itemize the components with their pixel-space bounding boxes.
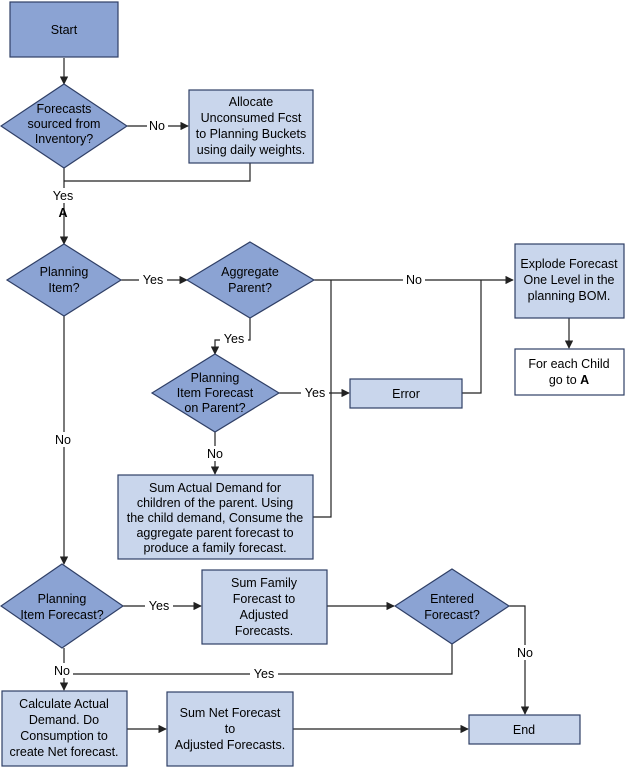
allocate-line-4: using daily weights. — [197, 143, 305, 157]
sum-net-line-3: Adjusted Forecasts. — [175, 738, 285, 752]
decision-forecasts-sourced: Forecasts sourced from Inventory? — [0, 83, 129, 169]
sum-actual-line-1: Sum Actual Demand for — [149, 481, 281, 495]
node-calculate-actual: Calculate Actual Demand. Do Consumption … — [1, 690, 128, 767]
edge-allocate-merge — [64, 163, 251, 182]
explode-line-2: One Level in the — [523, 273, 614, 287]
allocate-line-1: Allocate — [229, 95, 274, 109]
allocate-line-3: to Planning Buckets — [196, 127, 307, 141]
planning-item-line-1: Planning — [40, 265, 89, 279]
node-sum-net: Sum Net Forecast to Adjusted Forecasts. — [166, 691, 294, 767]
connector-a-label: A — [58, 206, 67, 220]
label-pifp-yes: Yes — [305, 386, 325, 400]
explode-line-3: planning BOM. — [528, 289, 611, 303]
edge-error-merge — [462, 280, 482, 394]
label-pif-yes: Yes — [149, 599, 169, 613]
sum-family-line-4: Forecasts. — [235, 624, 293, 638]
sum-family-line-1: Sum Family — [231, 576, 298, 590]
node-error: Error — [349, 378, 463, 409]
decision-planning-item-forecast: Planning Item Forecast? — [0, 563, 125, 649]
pifp-line-1: Planning — [191, 371, 240, 385]
node-sum-family: Sum Family Forecast to Adjusted Forecast… — [201, 569, 328, 645]
label-ap-yes: Yes — [224, 332, 244, 346]
edge-entered-yes — [64, 644, 453, 675]
calc-line-1: Calculate Actual — [19, 697, 109, 711]
sum-actual-line-2: children of the parent. Using — [137, 496, 293, 510]
node-start-text: Start — [51, 23, 78, 37]
forecasts-sourced-line-2: sourced from — [28, 117, 101, 131]
label-ef-no: No — [517, 646, 533, 660]
calc-line-4: create Net forecast. — [9, 745, 118, 759]
sum-family-line-3: Adjusted — [240, 608, 289, 622]
entered-line-1: Entered — [430, 592, 474, 606]
label-fs-no: No — [149, 119, 165, 133]
forecasts-sourced-line-3: Inventory? — [35, 132, 93, 146]
node-end: End — [468, 714, 581, 745]
decision-pif-on-parent: Planning Item Forecast on Parent? — [150, 353, 281, 433]
for-each-child-line-2: go to A — [549, 373, 589, 387]
node-allocate: Allocate Unconsumed Fcst to Planning Buc… — [188, 89, 314, 164]
for-each-child-line-1: For each Child — [528, 357, 609, 371]
decision-aggregate-parent: Aggregate Parent? — [185, 241, 316, 319]
node-for-each-child: For each Child go to A — [514, 348, 625, 396]
sum-net-line-2: to — [225, 722, 235, 736]
pif-line-1: Planning — [38, 592, 87, 606]
calc-line-2: Demand. Do — [29, 713, 99, 727]
explode-line-1: Explode Forecast — [520, 257, 618, 271]
aggregate-parent-line-2: Parent? — [228, 281, 272, 295]
label-pifp-no: No — [207, 447, 223, 461]
pif-line-2: Item Forecast? — [20, 608, 103, 622]
label-pi-yes: Yes — [143, 273, 163, 287]
edge-labels: No Yes A Yes No Yes Yes No No Yes No Yes… — [50, 118, 536, 681]
decision-planning-item: Planning Item? — [5, 243, 123, 317]
label-pi-no: No — [55, 433, 71, 447]
edge-entered-no — [509, 605, 530, 715]
sum-actual-line-5: produce a family forecast. — [143, 541, 286, 555]
end-text: End — [513, 723, 535, 737]
label-pif-no: No — [54, 664, 70, 678]
node-start: Start — [9, 1, 119, 58]
node-explode-forecast: Explode Forecast One Level in the planni… — [514, 243, 625, 319]
decision-entered-forecast: Entered Forecast? — [393, 568, 511, 645]
label-ap-no: No — [406, 273, 422, 287]
planning-item-line-2: Item? — [48, 281, 79, 295]
calc-line-3: Consumption to — [20, 729, 108, 743]
pifp-line-3: on Parent? — [184, 401, 245, 415]
sum-family-line-2: Forecast to — [233, 592, 296, 606]
label-fs-yes: Yes — [53, 189, 73, 203]
sum-actual-line-4: aggregate parent forecast to — [136, 526, 293, 540]
sum-net-line-1: Sum Net Forecast — [180, 706, 281, 720]
aggregate-parent-line-1: Aggregate — [221, 265, 279, 279]
node-sum-actual-demand: Sum Actual Demand for children of the pa… — [117, 474, 314, 560]
pifp-line-2: Item Forecast — [177, 386, 254, 400]
sum-actual-line-3: the child demand, Consume the — [127, 511, 304, 525]
entered-line-2: Forecast? — [424, 608, 480, 622]
allocate-line-2: Unconsumed Fcst — [201, 111, 302, 125]
label-ef-yes: Yes — [254, 667, 274, 681]
forecasts-sourced-line-1: Forecasts — [37, 102, 92, 116]
error-text: Error — [392, 387, 420, 401]
edge-sum-actual-merge — [313, 280, 332, 518]
